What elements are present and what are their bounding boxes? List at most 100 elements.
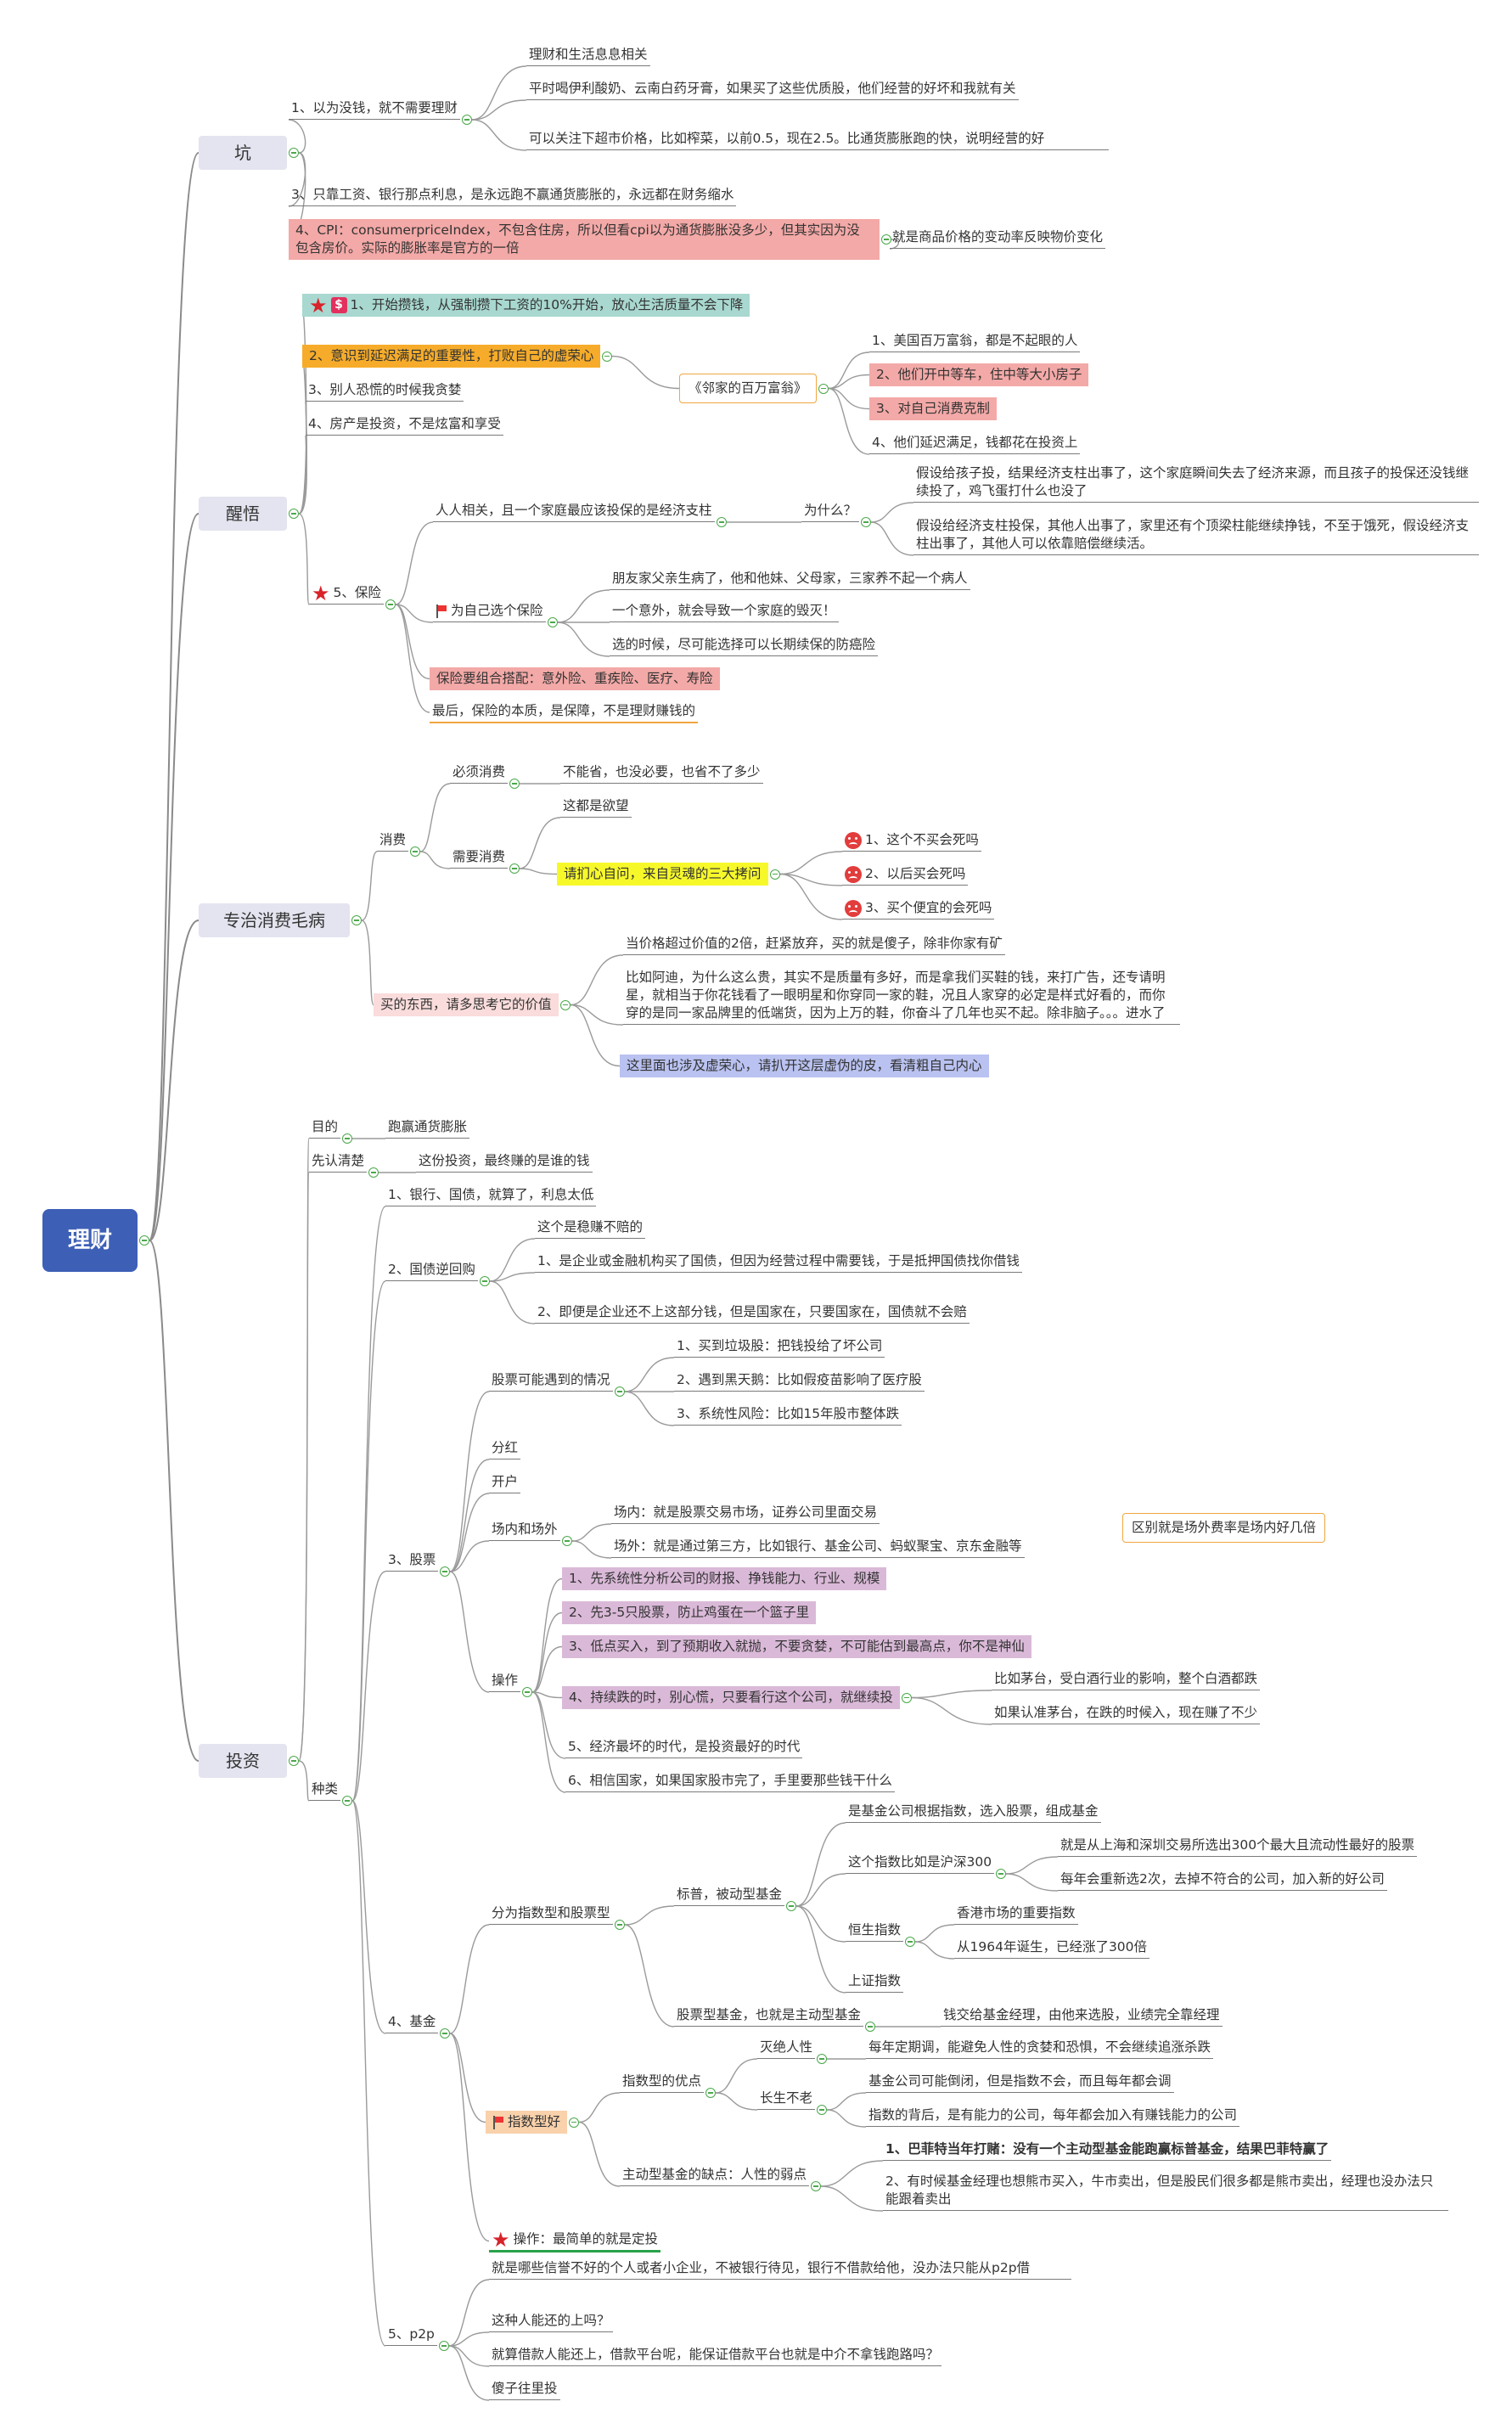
- cure-q1[interactable]: 1、这个不买会死吗: [842, 830, 981, 852]
- stock-risk-2[interactable]: 2、遇到黑天鹅：比如假疫苗影响了医疗股: [674, 1370, 925, 1392]
- cure-need-1[interactable]: 这都是欲望: [560, 796, 632, 818]
- collapse-toggle[interactable]: [351, 915, 362, 925]
- collapse-toggle[interactable]: [569, 2117, 579, 2128]
- branch-wake[interactable]: 醒悟: [199, 497, 287, 531]
- stock-op-1[interactable]: 1、先系统性分析公司的财报、挣钱能力、行业、规模: [562, 1567, 887, 1590]
- collapse-toggle[interactable]: [509, 779, 520, 789]
- stock-op-3[interactable]: 3、低点买入，到了预期收入就抛，不要贪婪，不可能估到最高点，你不是神仙: [562, 1635, 1031, 1658]
- fund-adv[interactable]: 指数型的优点: [620, 2072, 705, 2093]
- ins-item-4[interactable]: 最后，保险的本质，是保障，不是理财赚钱的: [430, 701, 699, 723]
- collapse-toggle[interactable]: [440, 1566, 450, 1577]
- collapse-toggle[interactable]: [410, 846, 420, 857]
- wake-item-3[interactable]: 3、别人恐慌的时候我贪婪: [306, 380, 464, 402]
- ins-item-1[interactable]: 人人相关，且一个家庭最应该投保的是经济支柱: [433, 501, 715, 522]
- wake-book-4[interactable]: 4、他们延迟满足，钱都花在投资上: [869, 433, 1081, 454]
- stock-market-1[interactable]: 场内：就是股票交易市场，证券公司里面交易: [611, 1503, 880, 1524]
- cure-need[interactable]: 需要消费: [450, 847, 509, 869]
- fund-dis[interactable]: 主动型基金的缺点：人性的弱点: [620, 2165, 810, 2186]
- collapse-toggle[interactable]: [861, 517, 871, 527]
- wake-item-5[interactable]: ★5、保险: [309, 583, 384, 605]
- collapse-toggle[interactable]: [522, 1687, 532, 1697]
- stock-op-4a[interactable]: 比如茅台，受白酒行业的影响，整个白酒都跌: [992, 1669, 1261, 1690]
- stock-market[interactable]: 场内和场外: [489, 1520, 560, 1541]
- fund-std[interactable]: 标普，被动型基金: [674, 1885, 785, 1906]
- collapse-toggle[interactable]: [139, 1235, 149, 1246]
- stock-market-2[interactable]: 场外：就是通过第三方，比如银行、基金公司、蚂蚁聚宝、京东金融等: [611, 1537, 1025, 1558]
- ins-item-2[interactable]: 为自己选个保险: [433, 601, 546, 622]
- collapse-toggle[interactable]: [385, 599, 396, 610]
- collapse-toggle[interactable]: [289, 509, 299, 519]
- collapse-toggle[interactable]: [902, 1692, 912, 1703]
- inv-k2c[interactable]: 2、即便是企业还不上这部分钱，但是国家在，只要国家在，国债就不会赔: [535, 1302, 970, 1324]
- stock-op[interactable]: 操作: [489, 1671, 521, 1692]
- collapse-toggle[interactable]: [865, 2022, 875, 2032]
- collapse-toggle[interactable]: [509, 863, 520, 874]
- inv-k1[interactable]: 1、银行、国债，就算了，利息太低: [385, 1185, 597, 1206]
- collapse-toggle[interactable]: [881, 234, 891, 245]
- cure-q2[interactable]: 2、以后买会死吗: [842, 864, 969, 886]
- pit-item-1b[interactable]: 平时喝伊利酸奶、云南白药牙膏，如果买了这些优质股，他们经营的好坏和我就有关: [526, 79, 1019, 100]
- ins-item-2a[interactable]: 朋友家父亲生病了，他和他妹、父母家，三家养不起一个病人: [610, 569, 970, 590]
- ins-item-3[interactable]: 保险要组合搭配：意外险、重疾险、医疗、寿险: [430, 667, 720, 690]
- fund-hs-2[interactable]: 从1964年诞生，已经涨了300倍: [954, 1938, 1150, 1959]
- fund-hs[interactable]: 恒生指数: [846, 1921, 904, 1942]
- fund-std-1[interactable]: 是基金公司根据指数，选入股票，组成基金: [846, 1802, 1101, 1823]
- collapse-toggle[interactable]: [602, 351, 612, 362]
- inv-k2[interactable]: 2、国债逆回购: [385, 1260, 478, 1281]
- ins-item-2c[interactable]: 选的时候，尽可能选择可以长期续保的防癌险: [610, 635, 879, 656]
- fund-adv-2[interactable]: 长生不老: [757, 2089, 816, 2110]
- stock-op-4b[interactable]: 如果认准茅台，在跌的时候入，现在赚了不少: [992, 1703, 1261, 1724]
- stock-market-diff[interactable]: 区别就是场外费率是场内好几倍: [1122, 1513, 1326, 1543]
- collapse-toggle[interactable]: [817, 2105, 827, 2115]
- collapse-toggle[interactable]: [548, 617, 558, 627]
- collapse-toggle[interactable]: [705, 2088, 716, 2098]
- fund-adv-2a[interactable]: 基金公司可能倒闭，但是指数不会，而且每年都会调: [866, 2072, 1174, 2093]
- ins-why-2[interactable]: 假设给经济支柱投保，其他人出事了，家里还有个顶梁柱能继续挣钱，不至于饿死，假设经…: [913, 516, 1479, 555]
- collapse-toggle[interactable]: [770, 869, 780, 880]
- wake-item-4[interactable]: 4、房产是投资，不是炫富和享受: [306, 414, 503, 436]
- collapse-toggle[interactable]: [717, 517, 727, 527]
- cure-buy[interactable]: 买的东西，请多思考它的价值: [374, 993, 559, 1016]
- fund-std-2[interactable]: 这个指数比如是沪深300: [846, 1853, 995, 1874]
- fund-adv-1[interactable]: 灭绝人性: [757, 2038, 816, 2059]
- fund-dis-1[interactable]: 1、巴菲特当年打赌：没有一个主动型基金能跑赢标普基金，结果巴菲特赢了: [883, 2140, 1332, 2161]
- p2p-2[interactable]: 这种人能还的上吗？: [489, 2311, 613, 2332]
- collapse-toggle[interactable]: [368, 1167, 379, 1178]
- collapse-toggle[interactable]: [615, 1920, 625, 1930]
- inv-k2a[interactable]: 这个是稳赚不赔的: [535, 1218, 646, 1239]
- fund-adv-1a[interactable]: 每年定期调，能避免人性的贪婪和恐惧，不会继续追涨杀跌: [866, 2038, 1214, 2059]
- ins-why[interactable]: 为什么？: [801, 501, 860, 522]
- branch-cure[interactable]: 专治消费毛病: [199, 903, 350, 937]
- collapse-toggle[interactable]: [342, 1133, 352, 1144]
- collapse-toggle[interactable]: [440, 2028, 450, 2039]
- cure-buy-3[interactable]: 这里面也涉及虚荣心，请扒开这层虚伪的皮，看清粗自己内心: [620, 1055, 989, 1077]
- pit-item-1c[interactable]: 可以关注下超市价格，比如榨菜，以前0.5，现在2.5。比通货膨胀跑的快，说明经营…: [526, 129, 1109, 150]
- fund-shz[interactable]: 上证指数: [846, 1971, 904, 1993]
- cure-q3[interactable]: 3、买个便宜的会死吗: [842, 898, 995, 920]
- collapse-toggle[interactable]: [289, 148, 299, 158]
- stock-dividend[interactable]: 分红: [489, 1438, 521, 1459]
- cure-must[interactable]: 必须消费: [450, 762, 509, 784]
- fund-type[interactable]: 分为指数型和股票型: [489, 1904, 613, 1925]
- stock-op-5[interactable]: 5、经济最坏的时代，是投资最好的时代: [565, 1737, 803, 1758]
- collapse-toggle[interactable]: [905, 1937, 915, 1947]
- wake-item-1[interactable]: ★$1、开始攒钱，从强制攒下工资的10%开始，放心生活质量不会下降: [302, 294, 750, 317]
- collapse-toggle[interactable]: [786, 1901, 796, 1911]
- collapse-toggle[interactable]: [480, 1276, 490, 1286]
- fund-stock[interactable]: 股票型基金，也就是主动型基金: [674, 2005, 864, 2027]
- collapse-toggle[interactable]: [562, 1536, 572, 1546]
- fund-hs-1[interactable]: 香港市场的重要指数: [954, 1904, 1078, 1925]
- collapse-toggle[interactable]: [811, 2181, 821, 2191]
- fund-adv-2b[interactable]: 指数的背后，是有能力的公司，每年都会加入有赚钱能力的公司: [866, 2106, 1240, 2127]
- stock-risk-1[interactable]: 1、买到垃圾股：把钱投给了坏公司: [674, 1336, 885, 1358]
- inv-k4[interactable]: 4、基金: [385, 2012, 439, 2033]
- collapse-toggle[interactable]: [462, 115, 472, 125]
- p2p-1[interactable]: 就是哪些信誉不好的个人或者小企业，不被银行待见，银行不借款给他，没办法只能从p2…: [489, 2258, 1071, 2280]
- pit-item-1[interactable]: 1、以为没钱，就不需要理财: [289, 98, 460, 120]
- collapse-toggle[interactable]: [289, 1756, 299, 1766]
- p2p-4[interactable]: 傻子往里投: [489, 2379, 560, 2400]
- stock-op-6[interactable]: 6、相信国家，如果国家股市完了，手里要那些钱干什么: [565, 1771, 895, 1792]
- inv-clear-1[interactable]: 这份投资，最终赚的是谁的钱: [416, 1151, 593, 1173]
- collapse-toggle[interactable]: [439, 2341, 449, 2351]
- collapse-toggle[interactable]: [818, 383, 829, 394]
